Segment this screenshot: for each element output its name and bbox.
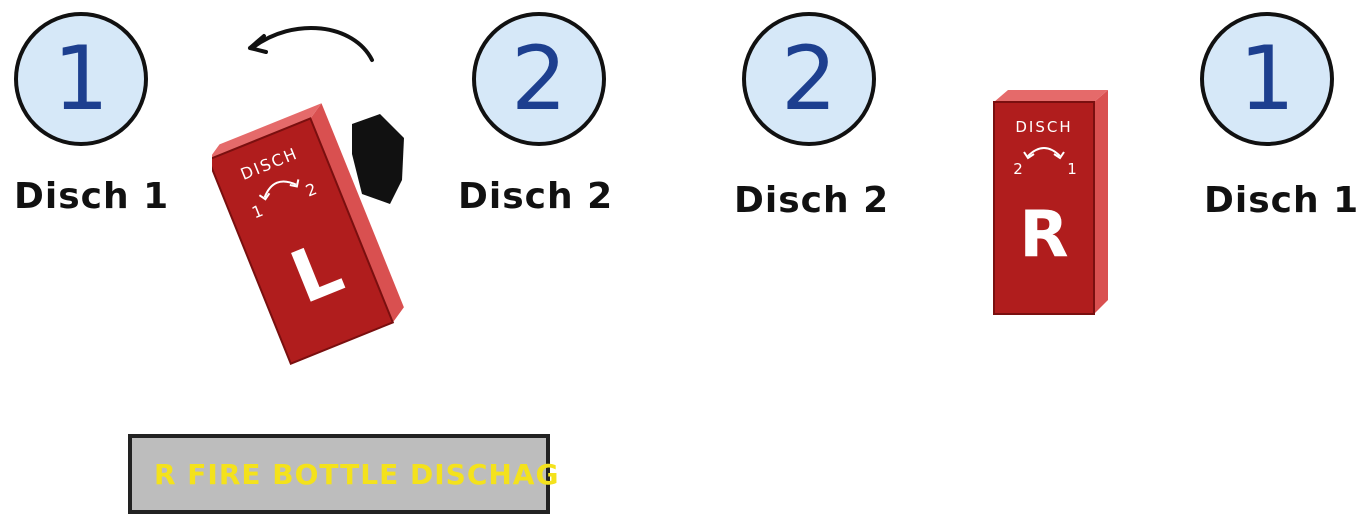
fire-bottle-status-panel: R FIRE BOTTLE DISCHAG bbox=[128, 434, 558, 514]
caption-disch-1-left: Disch 1 bbox=[14, 176, 170, 217]
right-fire-handle[interactable]: DISCH 2 1 R bbox=[988, 86, 1114, 318]
discharge-2-circle-right: 2 bbox=[742, 12, 876, 146]
status-text: R FIRE BOTTLE DISCHAG bbox=[154, 457, 560, 491]
circle-digit: 2 bbox=[781, 27, 837, 130]
curved-arrow-left-icon bbox=[248, 26, 374, 62]
circle-digit: 2 bbox=[511, 27, 567, 130]
caption-disch-1-right: Disch 1 bbox=[1204, 180, 1360, 221]
circle-digit: 1 bbox=[53, 27, 109, 130]
right-handle-header: DISCH bbox=[1015, 118, 1072, 136]
discharge-1-circle-left: 1 bbox=[14, 12, 148, 146]
discharge-2-circle-left: 2 bbox=[472, 12, 606, 146]
handle-knob bbox=[352, 114, 404, 204]
discharge-1-circle-right: 1 bbox=[1200, 12, 1334, 146]
circle-digit: 1 bbox=[1239, 27, 1295, 130]
right-handle-pos-2: 2 bbox=[1013, 160, 1023, 178]
right-handle-letter: R bbox=[1019, 198, 1068, 272]
caption-disch-2-left: Disch 2 bbox=[458, 176, 614, 217]
right-handle-pos-1: 1 bbox=[1067, 160, 1077, 178]
left-fire-handle[interactable]: DISCH 1 2 L bbox=[212, 84, 442, 384]
caption-disch-2-right: Disch 2 bbox=[734, 180, 890, 221]
